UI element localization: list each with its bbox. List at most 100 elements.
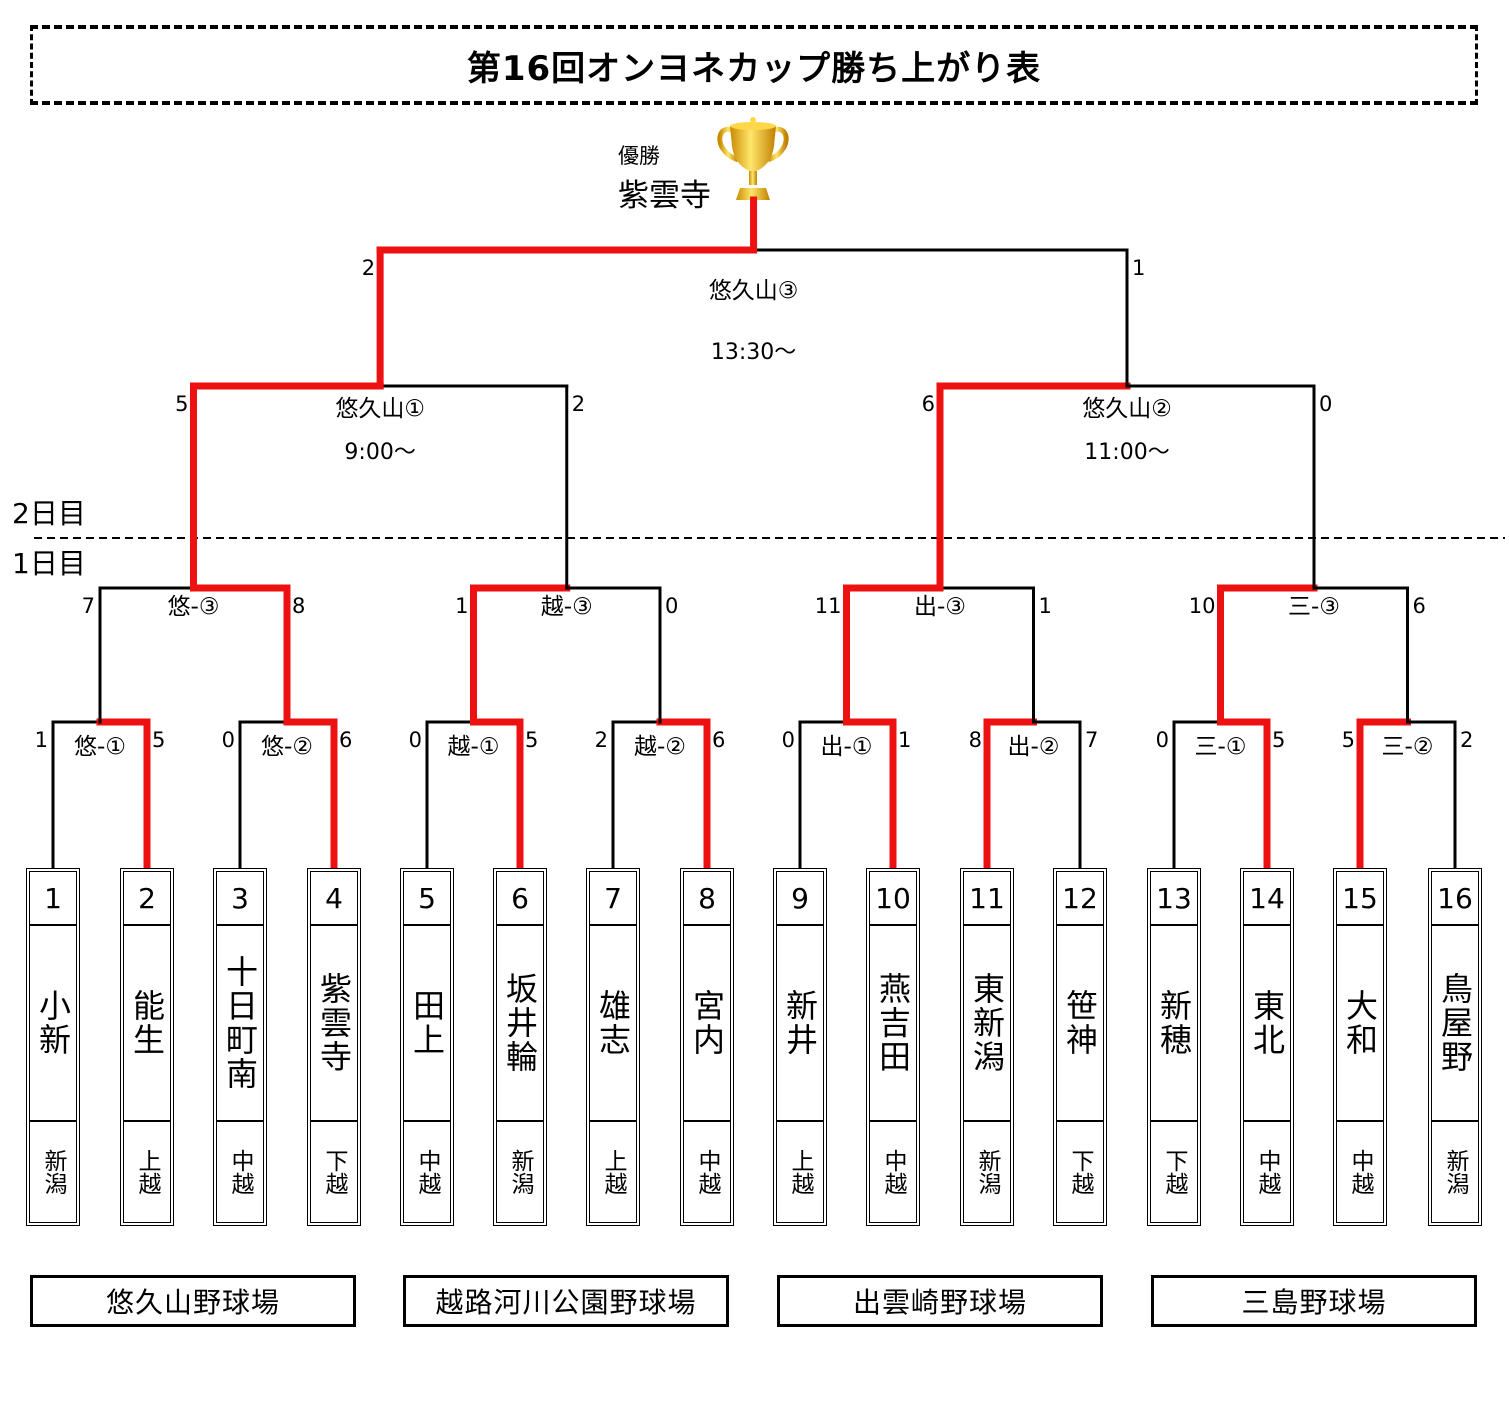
semi-match-time: 11:00～	[1084, 440, 1170, 465]
team-name: 小新	[30, 926, 76, 1122]
team-region: 中越	[1254, 1149, 1280, 1195]
team-region: 下越	[321, 1149, 347, 1195]
team-name: 笹神	[1057, 926, 1103, 1122]
team-number: 2	[124, 872, 170, 926]
r1-match-label: 三-①	[1194, 734, 1247, 760]
semi-left-score: 5	[175, 392, 189, 416]
r2-right-score: 6	[1412, 594, 1426, 618]
team-region: 新潟	[974, 1149, 1000, 1195]
semi-match-label: 悠久山①	[335, 396, 425, 422]
r2-left-score: 10	[1188, 594, 1216, 618]
team-region: 中越	[880, 1149, 906, 1195]
team-region: 新潟	[507, 1149, 533, 1195]
r2-left-score: 7	[81, 594, 95, 618]
semi-right-score: 2	[571, 392, 586, 416]
r1-right-score: 7	[1085, 728, 1099, 752]
venue-box: 三島野球場	[1151, 1275, 1477, 1327]
team-region: 中越	[227, 1149, 253, 1195]
r2-match-label: 出-③	[914, 594, 966, 620]
team-region: 下越	[1161, 1149, 1187, 1195]
team-name: 坂井輪	[497, 926, 543, 1122]
r2-right-score: 8	[292, 594, 306, 618]
team-name: 東新潟	[964, 926, 1010, 1122]
semi-match-label: 悠久山②	[1082, 396, 1172, 422]
r2-right-score: 1	[1038, 594, 1052, 618]
team-number: 13	[1151, 872, 1197, 926]
team-region: 中越	[414, 1149, 440, 1195]
trophy-icon	[717, 117, 789, 200]
team-number: 4	[311, 872, 357, 926]
r1-right-score: 6	[339, 728, 353, 752]
day2-label: 2日目	[12, 497, 86, 530]
r2-match-label: 悠-③	[167, 594, 220, 620]
team-name: 宮内	[684, 926, 730, 1122]
team-name: 東北	[1244, 926, 1290, 1122]
team-number: 8	[684, 872, 730, 926]
team-region: 上越	[134, 1149, 160, 1195]
venue-box: 悠久山野球場	[30, 1275, 356, 1327]
r2-match-label: 越-③	[540, 594, 593, 620]
team-name: 大和	[1337, 926, 1383, 1122]
day1-label: 1日目	[12, 547, 86, 580]
team-region: 新潟	[40, 1149, 66, 1195]
team-number: 9	[777, 872, 823, 926]
semi-left-score: 6	[921, 392, 935, 416]
team-number: 6	[497, 872, 543, 926]
team-region: 中越	[1347, 1149, 1373, 1195]
team-number: 11	[964, 872, 1010, 926]
r1-left-score: 0	[221, 728, 235, 752]
champion-name: 紫雲寺	[618, 178, 711, 214]
team-region: 上越	[600, 1149, 626, 1195]
venue-box: 越路河川公園野球場	[403, 1275, 729, 1327]
team-region: 中越	[694, 1149, 720, 1195]
r1-match-label: 越-①	[447, 734, 500, 760]
r1-right-score: 2	[1460, 728, 1474, 752]
team-number: 5	[404, 872, 450, 926]
r1-left-score: 1	[34, 728, 48, 752]
final-left-score: 2	[361, 256, 376, 280]
r1-left-score: 0	[781, 728, 795, 752]
r2-left-score: 1	[455, 594, 469, 618]
team-region: 新潟	[1442, 1149, 1468, 1195]
team-name: 燕吉田	[870, 926, 916, 1122]
champion-label: 優勝	[618, 144, 660, 168]
team-name: 新穂	[1151, 926, 1197, 1122]
title-box: 第16回オンヨネカップ勝ち上がり表	[30, 25, 1478, 105]
venue-box: 出雲崎野球場	[777, 1275, 1103, 1327]
team-number: 15	[1337, 872, 1383, 926]
team-number: 1	[30, 872, 76, 926]
team-name: 紫雲寺	[311, 926, 357, 1122]
r1-match-label: 悠-②	[261, 734, 313, 760]
final-match-label: 悠久山③	[708, 278, 799, 304]
r2-left-score: 11	[814, 594, 842, 618]
r1-left-score: 2	[594, 728, 608, 752]
r1-match-label: 悠-①	[74, 734, 126, 760]
team-region: 下越	[1067, 1149, 1093, 1195]
r1-left-score: 0	[408, 728, 422, 752]
r1-left-score: 5	[1341, 728, 1355, 752]
team-number: 14	[1244, 872, 1290, 926]
team-number: 3	[217, 872, 263, 926]
r1-left-score: 8	[968, 728, 982, 752]
r2-right-score: 0	[665, 594, 679, 618]
semi-right-score: 0	[1319, 392, 1333, 416]
team-region: 上越	[787, 1149, 813, 1195]
team-name: 新井	[777, 926, 823, 1122]
r1-right-score: 1	[898, 728, 912, 752]
r1-right-score: 6	[712, 728, 726, 752]
r1-match-label: 出-②	[1007, 734, 1060, 760]
team-name: 鳥屋野	[1432, 926, 1478, 1122]
